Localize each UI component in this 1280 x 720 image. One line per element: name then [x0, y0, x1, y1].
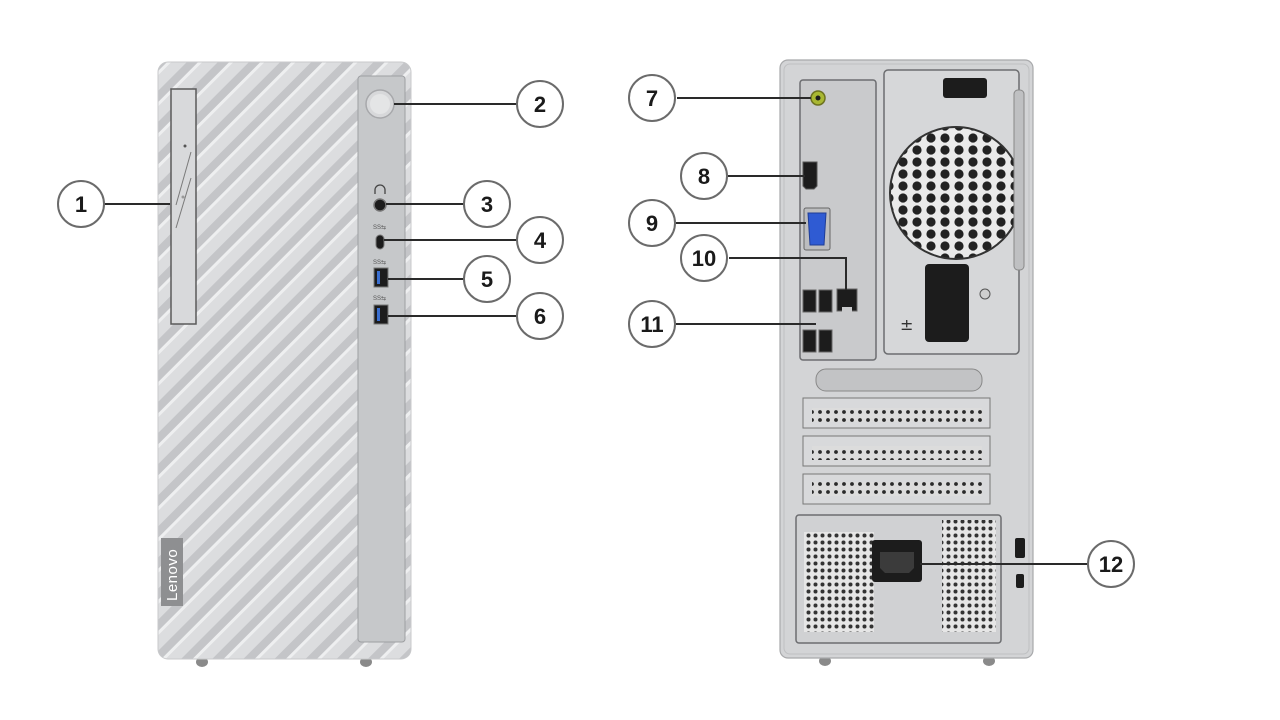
optical-drive-bay [170, 88, 197, 325]
callout-label-5: 5 [481, 267, 493, 292]
leader-line-10 [729, 257, 847, 290]
usb-c-port [375, 234, 385, 250]
callout-marker-1: 1 [57, 180, 105, 228]
callout-marker-6: 6 [516, 292, 564, 340]
callout-marker-3: 3 [463, 180, 511, 228]
rear-usb-port-1 [802, 289, 817, 313]
fan-latch [943, 78, 987, 98]
front-io-panel [357, 75, 406, 643]
rear-usb-port-3 [802, 329, 817, 353]
callout-label-2: 2 [534, 92, 546, 117]
rear-usb-port-4 [818, 329, 833, 353]
psu-vent-right [942, 520, 996, 632]
power-connector-block [925, 264, 969, 342]
front-chassis [157, 61, 412, 660]
leader-lines [104, 97, 1088, 565]
callout-marker-12: 12 [1087, 540, 1135, 588]
vga-port [807, 212, 827, 246]
callout-label-11: 11 [640, 312, 663, 337]
rear-view: ± [779, 59, 1034, 666]
callout-marker-7: 7 [628, 74, 676, 122]
psu-vent-left [804, 532, 874, 632]
callout-label-12: 12 [1099, 552, 1123, 577]
usb-a-ss-icon-1: SS⇆ [373, 259, 386, 266]
callout-label-6: 6 [534, 304, 546, 329]
headset-jack [373, 198, 387, 212]
callout-marker-9: 9 [628, 199, 676, 247]
callout-label-1: 1 [75, 192, 87, 217]
fan-grille [889, 126, 1023, 260]
callout-marker-5: 5 [463, 255, 511, 303]
callout-marker-2: 2 [516, 80, 564, 128]
callout-label-10: 10 [692, 246, 716, 271]
headset-icon [374, 184, 386, 194]
front-view: Lenovo SS⇆ SS⇆ SS⇆ [157, 61, 412, 667]
slot-bar [815, 368, 983, 392]
rear-usb-port-2 [818, 289, 833, 313]
callout-label-4: 4 [534, 228, 547, 253]
hdmi-port [802, 161, 818, 190]
brand-badge [161, 538, 183, 606]
callout-marker-8: 8 [680, 152, 728, 200]
usb-a-ss-icon-2: SS⇆ [373, 295, 386, 302]
usb-c-ss-icon: SS⇆ [373, 224, 386, 231]
callout-label-3: 3 [481, 192, 493, 217]
usb-a-port-1 [373, 267, 389, 288]
kensington-lock-slot [1015, 538, 1025, 558]
callout-marker-10: 10 [680, 234, 728, 282]
callout-marker-4: 4 [516, 216, 564, 264]
callout-marker-11: 11 [628, 300, 676, 348]
svg-text:±: ± [900, 315, 913, 334]
callout-label-8: 8 [698, 164, 710, 189]
optical-drive-eject-button [183, 144, 187, 148]
callout-label-7: 7 [646, 86, 658, 111]
brand-logo-text: Lenovo [164, 549, 181, 601]
callout-label-9: 9 [646, 211, 658, 236]
usb-a-port-2 [373, 304, 389, 325]
